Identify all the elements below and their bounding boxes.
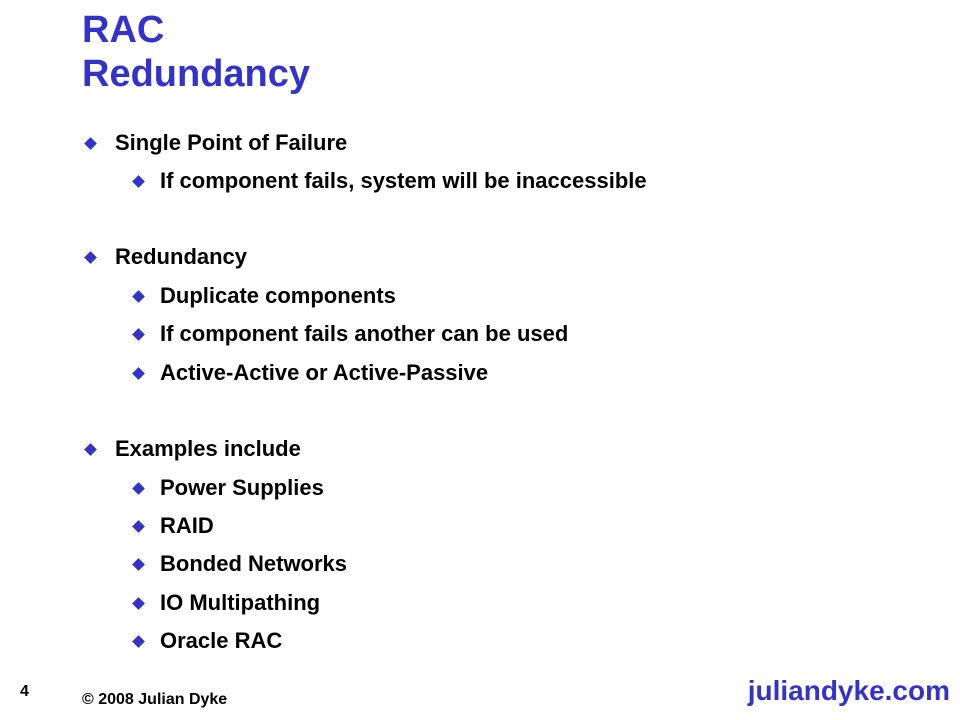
bullet-item: Single Point of Failure [82, 129, 347, 157]
diamond-bullet-icon [132, 174, 145, 188]
copyright-notice: © 2008 Julian Dyke [82, 691, 228, 708]
bullet-text: Active-Active or Active-Passive [160, 360, 489, 385]
title-line-2: Redundancy [82, 53, 311, 95]
page-number: 4 [20, 683, 29, 700]
diamond-bullet-icon [84, 250, 97, 264]
diamond-bullet-icon [132, 327, 145, 341]
diamond-bullet-icon [132, 596, 145, 610]
diamond-bullet-icon [132, 289, 145, 303]
diamond-bullet-icon [84, 442, 97, 456]
sub-bullet-item: Power Supplies [130, 474, 324, 502]
diamond-bullet-icon [132, 366, 145, 380]
bullet-text: Examples include [115, 436, 301, 461]
sub-bullet-item: Active-Active or Active-Passive [130, 359, 488, 387]
sub-bullet-item: If component fails, system will be inacc… [130, 167, 647, 195]
sub-bullet-item: Oracle RAC [130, 627, 282, 655]
bullet-text: RAID [160, 513, 214, 538]
slide-title: RAC Redundancy [82, 8, 310, 96]
bullet-text: Oracle RAC [160, 628, 283, 653]
bullet-text: If component fails another can be used [160, 321, 569, 346]
bullet-text: Duplicate components [160, 283, 396, 308]
sub-bullet-item: RAID [130, 512, 214, 540]
bullet-text: Redundancy [115, 244, 248, 269]
bullet-text: Power Supplies [160, 475, 324, 500]
bullet-text: If component fails, system will be inacc… [160, 168, 647, 193]
sub-bullet-item: IO Multipathing [130, 589, 320, 617]
diamond-bullet-icon [132, 634, 145, 648]
title-line-1: RAC [82, 9, 165, 51]
bullet-text: IO Multipathing [160, 590, 321, 615]
bullet-text: Bonded Networks [160, 551, 348, 576]
diamond-bullet-icon [132, 519, 145, 533]
diamond-bullet-icon [132, 557, 145, 571]
brand-logo-text: juliandyke.com [747, 675, 950, 706]
bullet-item: Examples include [82, 435, 301, 463]
sub-bullet-item: Bonded Networks [130, 550, 347, 578]
bullet-item: Redundancy [82, 243, 247, 271]
sub-bullet-item: If component fails another can be used [130, 320, 568, 348]
bullet-text: Single Point of Failure [115, 130, 348, 155]
sub-bullet-item: Duplicate components [130, 282, 396, 310]
diamond-bullet-icon [132, 481, 145, 495]
diamond-bullet-icon [84, 136, 97, 150]
